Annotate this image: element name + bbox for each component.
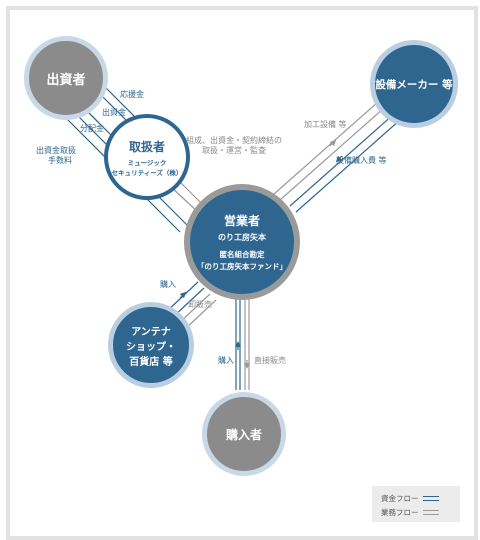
- label-subscription: 応援金: [120, 90, 144, 99]
- operator-name: のり工房矢本: [218, 233, 266, 242]
- equipment-maker-label: 設備メーカー 等: [375, 78, 453, 91]
- legend-money: 資金フロー: [381, 493, 439, 504]
- operator-equipment-flow: [273, 101, 401, 213]
- label-handling-fee-2: 手数料: [48, 156, 72, 165]
- antenna-shop-line-3: 百貨店 等: [129, 356, 173, 368]
- buyer-node: 購入者: [202, 392, 286, 476]
- label-admin-2: 取扱・運営・監査: [202, 146, 266, 155]
- legend-business-swatch: [422, 510, 439, 515]
- operator-fund-type: 匿名組合勘定: [219, 250, 265, 259]
- label-purchase-shop: 購入: [160, 280, 176, 289]
- handler-title: 取扱者: [128, 139, 165, 154]
- legend-business: 業務フロー: [381, 507, 439, 518]
- label-purchase-buyer: 購入: [218, 356, 234, 365]
- handler-sub-2: セキュリティーズ（株）: [111, 168, 183, 177]
- legend-money-swatch: [422, 496, 439, 501]
- handler-node: 取扱者 ミュージック セキュリティーズ（株）: [104, 114, 190, 200]
- antenna-shop-line-1: アンテナ: [131, 326, 171, 338]
- operator-fund-name: 「のり工房矢本ファンド」: [197, 262, 287, 271]
- label-wholesale: 卸販売: [188, 300, 212, 309]
- handler-sub-1: ミュージック: [127, 158, 167, 167]
- operator-buyer-flow: [235, 298, 250, 390]
- operator-node: 営業者 のり工房矢本 匿名組合勘定 「のり工房矢本ファンド」: [184, 184, 300, 300]
- label-equipment-purchase: 設備購入費 等: [336, 156, 387, 165]
- label-direct-sales: 直接販売: [254, 356, 286, 365]
- label-investment: 出資金: [102, 108, 126, 117]
- legend-business-label: 業務フロー: [381, 508, 419, 517]
- label-handling-fee-1: 出資金取扱: [36, 146, 76, 155]
- antenna-shop-node: アンテナ ショップ・ 百貨店 等: [108, 302, 194, 388]
- label-admin: 組成、出資金・契約締結の 取扱・運営・監査: [186, 136, 282, 156]
- label-handling-fee: 出資金取扱 手数料: [36, 146, 76, 166]
- investor-label: 出資者: [46, 72, 86, 88]
- operator-title: 営業者: [223, 214, 260, 228]
- investor-node: 出資者: [24, 36, 108, 120]
- legend: 資金フロー 業務フロー: [372, 486, 460, 522]
- equipment-maker-node: 設備メーカー 等: [370, 40, 458, 128]
- antenna-shop-line-2: ショップ・: [126, 341, 176, 353]
- label-distribution: 分配金: [80, 124, 104, 133]
- legend-money-label: 資金フロー: [381, 494, 419, 503]
- buyer-label: 購入者: [225, 427, 262, 442]
- label-admin-1: 組成、出資金・契約締結の: [186, 136, 282, 145]
- label-processing-equipment: 加工設備 等: [304, 120, 347, 129]
